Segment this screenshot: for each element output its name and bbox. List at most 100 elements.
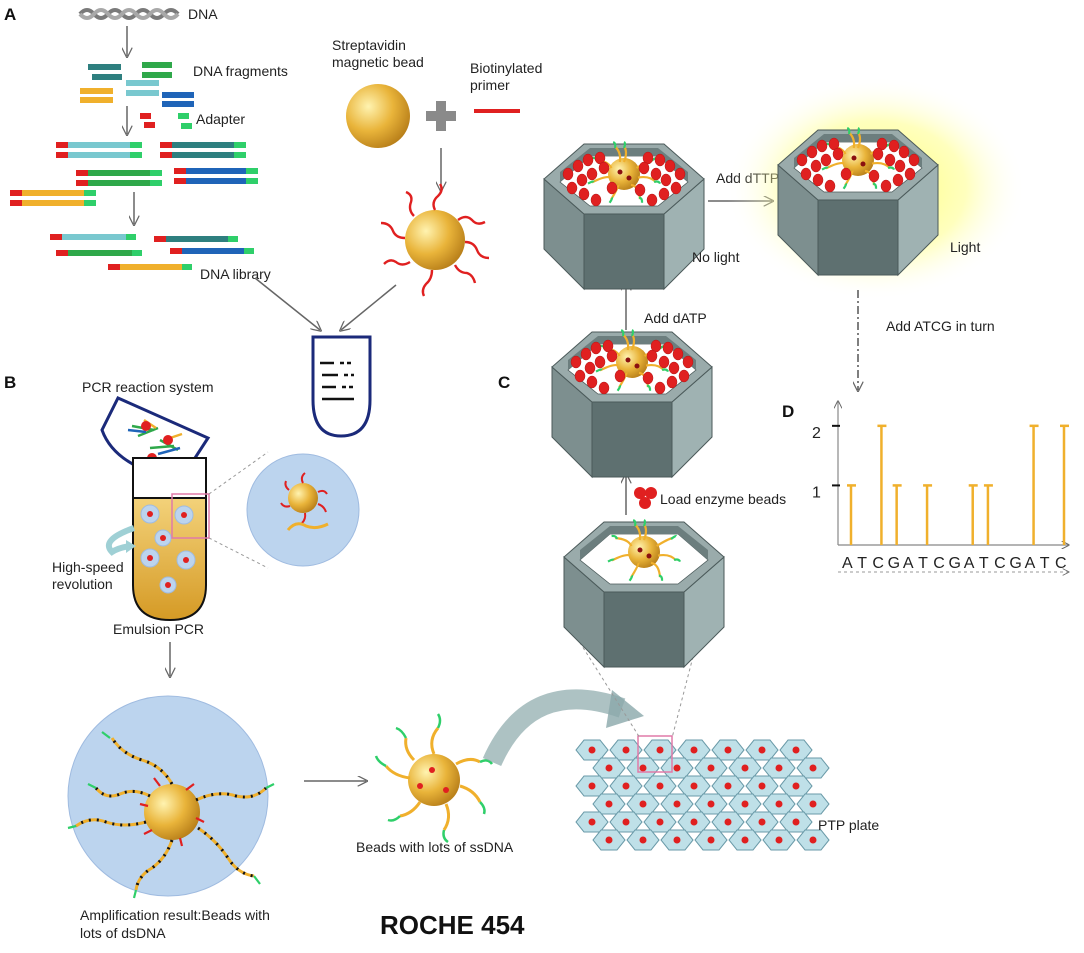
- x-tick-label: C: [933, 555, 945, 572]
- pcr-reaction-label: PCR reaction system: [82, 379, 213, 395]
- ptp-bead: [690, 746, 698, 754]
- ssdna-bead: [374, 713, 494, 844]
- ptp-bead: [724, 746, 732, 754]
- ptp-bead: [588, 818, 596, 826]
- x-tick-label: T: [918, 555, 928, 572]
- ptp-zoom-box: [637, 735, 673, 773]
- reaction-tube: [311, 335, 372, 438]
- x-tick-label: A: [903, 555, 914, 572]
- ptp-bead: [775, 764, 783, 772]
- x-tick-label: A: [964, 555, 975, 572]
- panel-label-d: D: [782, 402, 794, 421]
- dna-label: DNA: [188, 6, 218, 22]
- x-tick-label: T: [857, 555, 867, 572]
- figure-title: ROCHE 454: [380, 910, 525, 940]
- ptp-bead: [724, 782, 732, 790]
- result-label-line2: lots of dsDNA: [80, 925, 166, 941]
- ptp-bead: [724, 818, 732, 826]
- droplet-zoom: [246, 453, 360, 567]
- ptp-bead: [622, 782, 630, 790]
- enzyme-beads-icon: [634, 487, 657, 509]
- ptp-bead: [758, 746, 766, 754]
- x-tick-label: A: [1025, 555, 1036, 572]
- ptp-plate-label: PTP plate: [818, 817, 879, 833]
- ptp-plate: [575, 739, 830, 851]
- ptp-bead: [809, 800, 817, 808]
- well-light: [777, 126, 939, 277]
- ptp-bead: [809, 836, 817, 844]
- arrows-to-tube: [254, 277, 397, 330]
- x-tick-label: A: [842, 555, 853, 572]
- ptp-bead: [639, 764, 647, 772]
- x-tick-label: C: [994, 555, 1006, 572]
- ptp-bead: [792, 782, 800, 790]
- ptp-bead: [707, 800, 715, 808]
- well-empty: [563, 518, 725, 669]
- adapters: [140, 113, 192, 129]
- revolution-label-line2: revolution: [52, 576, 113, 592]
- panel-label-b: B: [4, 373, 16, 392]
- light-label: Light: [950, 239, 980, 255]
- ptp-bead: [690, 818, 698, 826]
- dna-library-fragments: [50, 234, 254, 270]
- panel-label-a: A: [4, 5, 16, 24]
- ptp-bead: [775, 800, 783, 808]
- ptp-bead: [588, 746, 596, 754]
- ligated-fragments: [10, 142, 258, 206]
- ptp-bead: [656, 746, 664, 754]
- ptp-bead: [656, 782, 664, 790]
- ptp-bead: [792, 746, 800, 754]
- y-tick-label: 1: [812, 484, 821, 501]
- biotinylated-primer: [474, 109, 520, 113]
- x-tick-label: T: [1040, 555, 1050, 572]
- ptp-bead: [758, 818, 766, 826]
- revolution-arrow-icon: [105, 525, 136, 556]
- ptp-bead: [622, 818, 630, 826]
- streptavidin-bead: [346, 84, 410, 148]
- primer-coated-bead: [380, 183, 490, 297]
- ptp-bead: [673, 764, 681, 772]
- ptp-bead: [775, 836, 783, 844]
- emulsion-pcr-label: Emulsion PCR: [113, 621, 204, 637]
- x-tick-label: G: [949, 555, 961, 572]
- ptp-bead: [741, 800, 749, 808]
- y-tick-label: 2: [812, 425, 821, 442]
- ptp-bead: [707, 836, 715, 844]
- ptp-bead: [656, 818, 664, 826]
- x-tick-label: G: [1009, 555, 1021, 572]
- dna-helix: [78, 8, 180, 20]
- primer-label-line1: Biotinylated: [470, 60, 542, 76]
- ptp-bead: [690, 782, 698, 790]
- ptp-bead: [605, 800, 613, 808]
- well-enzyme-loaded: [551, 328, 713, 479]
- x-tick-label: G: [888, 555, 900, 572]
- ptp-bead: [622, 746, 630, 754]
- ptp-bead: [758, 782, 766, 790]
- revolution-label-line1: High-speed: [52, 559, 124, 575]
- ssdna-label: Beads with lots of ssDNA: [356, 839, 514, 855]
- result-label-line1: Amplification result:Beads with: [80, 907, 270, 923]
- well-no-light: [543, 140, 705, 291]
- ptp-bead: [605, 836, 613, 844]
- panel-label-c: C: [498, 373, 510, 392]
- ptp-bead: [673, 800, 681, 808]
- x-tick-label: C: [872, 555, 884, 572]
- plus-icon: [426, 101, 456, 131]
- ptp-bead: [741, 836, 749, 844]
- dna-fragments-label: DNA fragments: [193, 63, 288, 79]
- ptp-bead: [605, 764, 613, 772]
- x-tick-label: C: [1055, 555, 1067, 572]
- zoom-lines-droplet: [208, 451, 269, 569]
- add-datp-label: Add dATP: [644, 310, 707, 326]
- ptp-bead: [707, 764, 715, 772]
- ptp-bead: [639, 800, 647, 808]
- emulsion-tube: [132, 457, 210, 622]
- ptp-bead: [741, 764, 749, 772]
- ptp-bead: [588, 782, 596, 790]
- primer-label-line2: primer: [470, 77, 510, 93]
- amplification-result-droplet: [67, 695, 275, 899]
- x-tick-label: T: [979, 555, 989, 572]
